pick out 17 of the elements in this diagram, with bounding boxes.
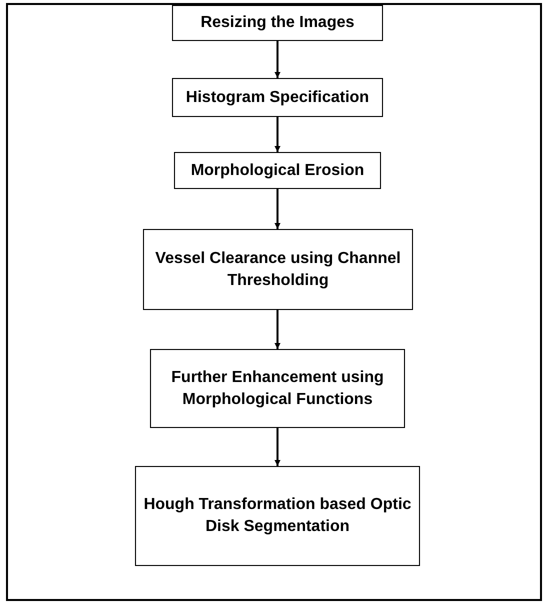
step-label: Further Enhancement using Morphological Functions	[170, 368, 385, 410]
process-box	[172, 78, 383, 117]
arrow	[274, 117, 280, 152]
arrow	[274, 310, 280, 349]
arrow	[274, 41, 280, 78]
step-label: Histogram Specification	[186, 88, 370, 108]
step-label: Vessel Clearance using Channel Thresholding	[154, 248, 402, 290]
process-box	[135, 466, 420, 566]
process-box	[174, 152, 381, 189]
process-box	[150, 349, 405, 428]
step-label: Morphological Erosion	[190, 160, 364, 181]
step-label: Hough Transformation based Optic Disk Segmentation	[142, 495, 412, 537]
step-label: Resizing the Images	[200, 13, 354, 34]
process-box	[143, 229, 413, 310]
arrow	[274, 428, 280, 466]
process-box	[172, 5, 383, 41]
arrow	[274, 189, 280, 229]
